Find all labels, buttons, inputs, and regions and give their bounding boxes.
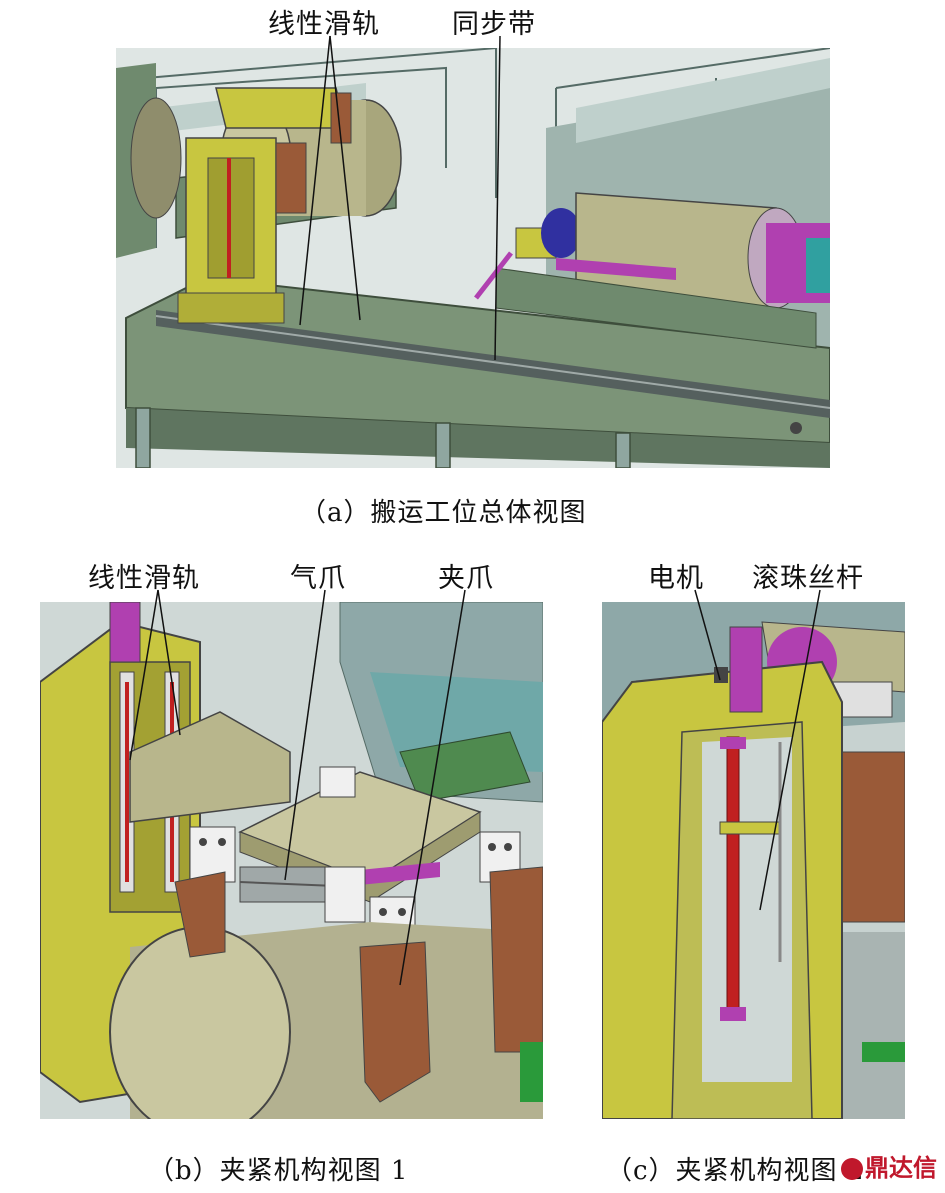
- watermark-icon: [841, 1158, 863, 1180]
- label-motor: 电机: [648, 563, 704, 594]
- overall-view-panel: [116, 48, 830, 468]
- clamp-view-2-drawing: [602, 602, 905, 1119]
- label-clamp-claw: 夹爪: [438, 563, 494, 594]
- clamp-view-1-drawing: [40, 602, 543, 1119]
- caption-b: （b）夹紧机构视图 1: [148, 1156, 409, 1186]
- label-ball-screw: 滚珠丝杆: [752, 563, 864, 594]
- label-air-claw: 气爪: [290, 563, 346, 594]
- clamp-view-1-panel: [40, 602, 543, 1119]
- watermark-logo: 鼎达信: [841, 1148, 937, 1183]
- caption-a: （a）搬运工位总体视图: [300, 498, 587, 528]
- clamp-view-2-panel: [602, 602, 905, 1119]
- watermark-text: 鼎达信: [865, 1154, 937, 1182]
- caption-c: （c）夹紧机构视图 2: [606, 1156, 865, 1186]
- label-linear-rail-b: 线性滑轨: [88, 563, 200, 594]
- label-linear-rail-a: 线性滑轨: [268, 9, 380, 40]
- label-timing-belt: 同步带: [452, 9, 536, 40]
- overall-view-drawing: [116, 48, 830, 468]
